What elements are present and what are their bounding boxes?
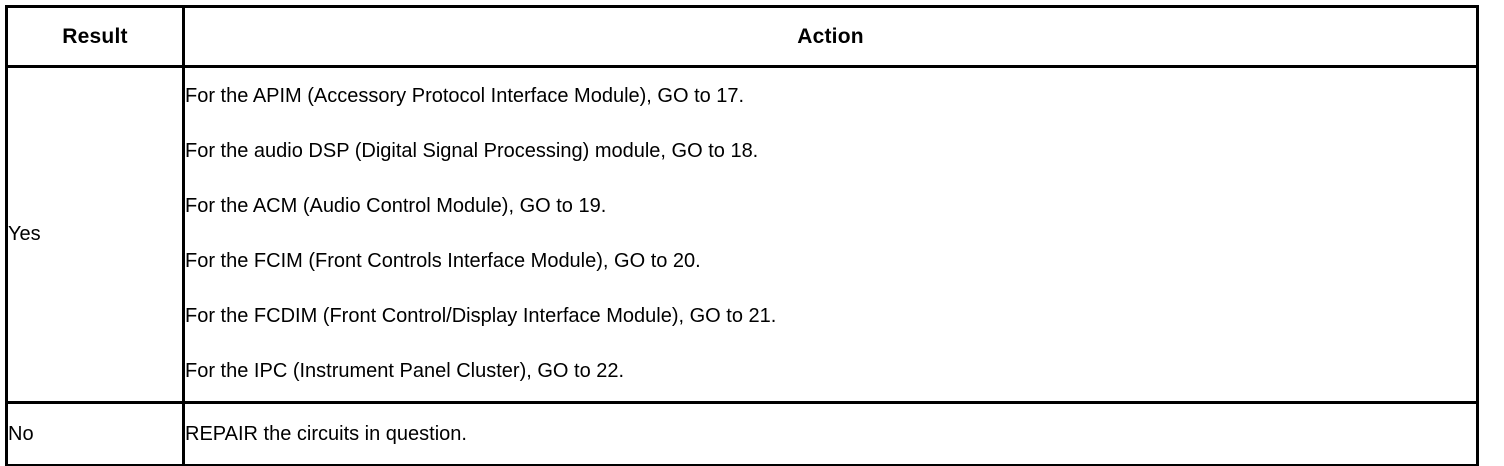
action-line: REPAIR the circuits in question. [185,423,467,445]
result-value-no: No [5,401,185,466]
diagnostic-decision-table: Result Action Yes For the APIM (Accessor… [5,5,1479,466]
column-header-action: Action [182,5,1479,68]
action-line: For the IPC (Instrument Panel Cluster), … [185,360,625,382]
action-line: For the audio DSP (Digital Signal Proces… [185,140,759,162]
action-cell-no: REPAIR the circuits in question. [182,401,1479,466]
result-value-yes: Yes [5,65,185,404]
action-line: For the ACM (Audio Control Module), GO t… [185,195,607,217]
table-body: Yes For the APIM (Accessory Protocol Int… [5,65,1479,466]
table-row: No REPAIR the circuits in question. [5,401,1479,466]
action-line: For the APIM (Accessory Protocol Interfa… [185,85,745,107]
table-row: Yes For the APIM (Accessory Protocol Int… [5,65,1479,404]
action-cell-yes: For the APIM (Accessory Protocol Interfa… [182,65,1479,404]
table-header: Result Action [5,5,1479,68]
column-header-result: Result [5,5,185,68]
action-line-list: For the APIM (Accessory Protocol Interfa… [185,68,1476,401]
action-line: For the FCIM (Front Controls Interface M… [185,250,701,272]
table-header-row: Result Action [5,5,1479,68]
action-line: For the FCDIM (Front Control/Display Int… [185,305,777,327]
